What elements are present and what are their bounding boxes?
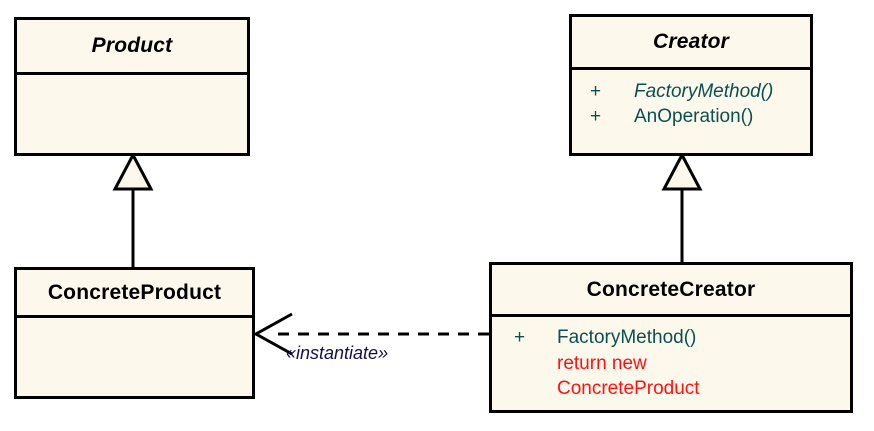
member-visibility: +: [590, 81, 602, 102]
class-box-concretecreator[interactable]: ConcreteCreator + FactoryMethod() return…: [489, 262, 853, 413]
member-visibility: +: [590, 106, 602, 127]
class-body-concretecreator: + FactoryMethod() return new ConcretePro…: [492, 317, 850, 410]
member-row: + AnOperation(): [590, 104, 810, 129]
member-row: + FactoryMethod(): [514, 325, 850, 351]
class-box-product[interactable]: Product: [14, 17, 250, 156]
class-divider: [492, 314, 850, 317]
class-divider: [572, 67, 810, 70]
class-title-concretecreator: ConcreteCreator: [586, 277, 756, 301]
relationship-label-instantiate: «instantiate»: [286, 343, 389, 363]
member-name-factorymethod: FactoryMethod(): [634, 81, 774, 102]
class-title-product: Product: [91, 34, 173, 57]
member-row: + FactoryMethod(): [590, 79, 810, 104]
note-line-return-new: return new: [557, 353, 647, 374]
class-divider: [17, 72, 247, 75]
class-body-product: [17, 75, 247, 153]
generalization-concretecreator-to-creator: [661, 151, 703, 263]
class-box-concreteproduct[interactable]: ConcreteProduct: [14, 267, 255, 399]
class-title-concreteproduct: ConcreteProduct: [47, 280, 222, 304]
class-body-creator: + FactoryMethod() + AnOperation(): [572, 70, 810, 153]
class-title-creator: Creator: [652, 30, 730, 53]
generalization-concreteproduct-to-product: [112, 151, 154, 268]
class-divider: [17, 315, 252, 318]
note-line-concreteproduct: ConcreteProduct: [557, 378, 700, 399]
class-box-creator[interactable]: Creator + FactoryMethod() + AnOperation(…: [569, 14, 813, 156]
class-body-concreteproduct: [17, 318, 252, 396]
member-visibility: +: [514, 327, 526, 348]
member-name-anoperation: AnOperation(): [634, 106, 754, 127]
member-name-factorymethod: FactoryMethod(): [557, 327, 697, 348]
